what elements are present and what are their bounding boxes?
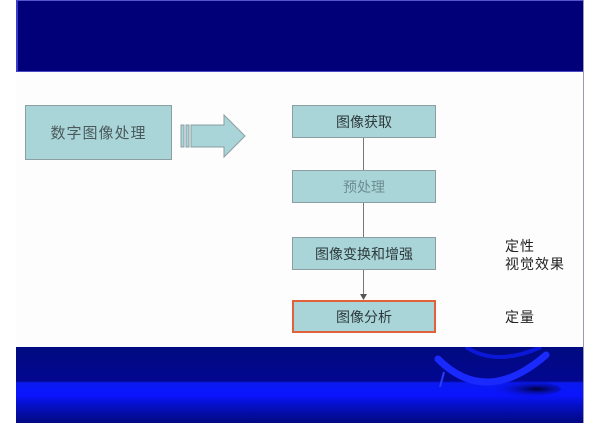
connector-arrow (363, 270, 364, 298)
note-line: 定量 (505, 310, 535, 326)
flow-step-label: 图像分析 (336, 309, 392, 326)
flow-step-label: 预处理 (343, 179, 385, 196)
flow-step-preprocessing: 预处理 (292, 170, 436, 203)
source-box: 数字图像处理 (25, 105, 172, 160)
flow-step-acquisition: 图像获取 (292, 105, 436, 138)
note-line: 视觉效果 (505, 257, 565, 273)
flow-step-label: 图像获取 (336, 114, 392, 131)
note-quantitative: 定量 (505, 309, 535, 327)
source-box-label: 数字图像处理 (50, 124, 147, 142)
footer-band (16, 347, 583, 423)
flow-step-analysis: 图像分析 (292, 300, 436, 333)
slide: 数字图像处理 图像获取 预处理 图像变换和增强 图像分析 定性 视觉效果 定量 (16, 0, 584, 423)
note-qualitative: 定性 视觉效果 (505, 238, 565, 274)
globe-arc-decoration (434, 347, 561, 397)
right-arrow-icon (180, 114, 246, 159)
connector-line (363, 203, 364, 237)
flow-step-transform-enhance: 图像变换和增强 (292, 237, 436, 270)
note-line: 定性 (505, 239, 535, 255)
connector-line (363, 138, 364, 170)
title-band (16, 0, 583, 72)
flow-step-label: 图像变换和增强 (315, 246, 413, 263)
arrowhead-icon (360, 294, 367, 300)
